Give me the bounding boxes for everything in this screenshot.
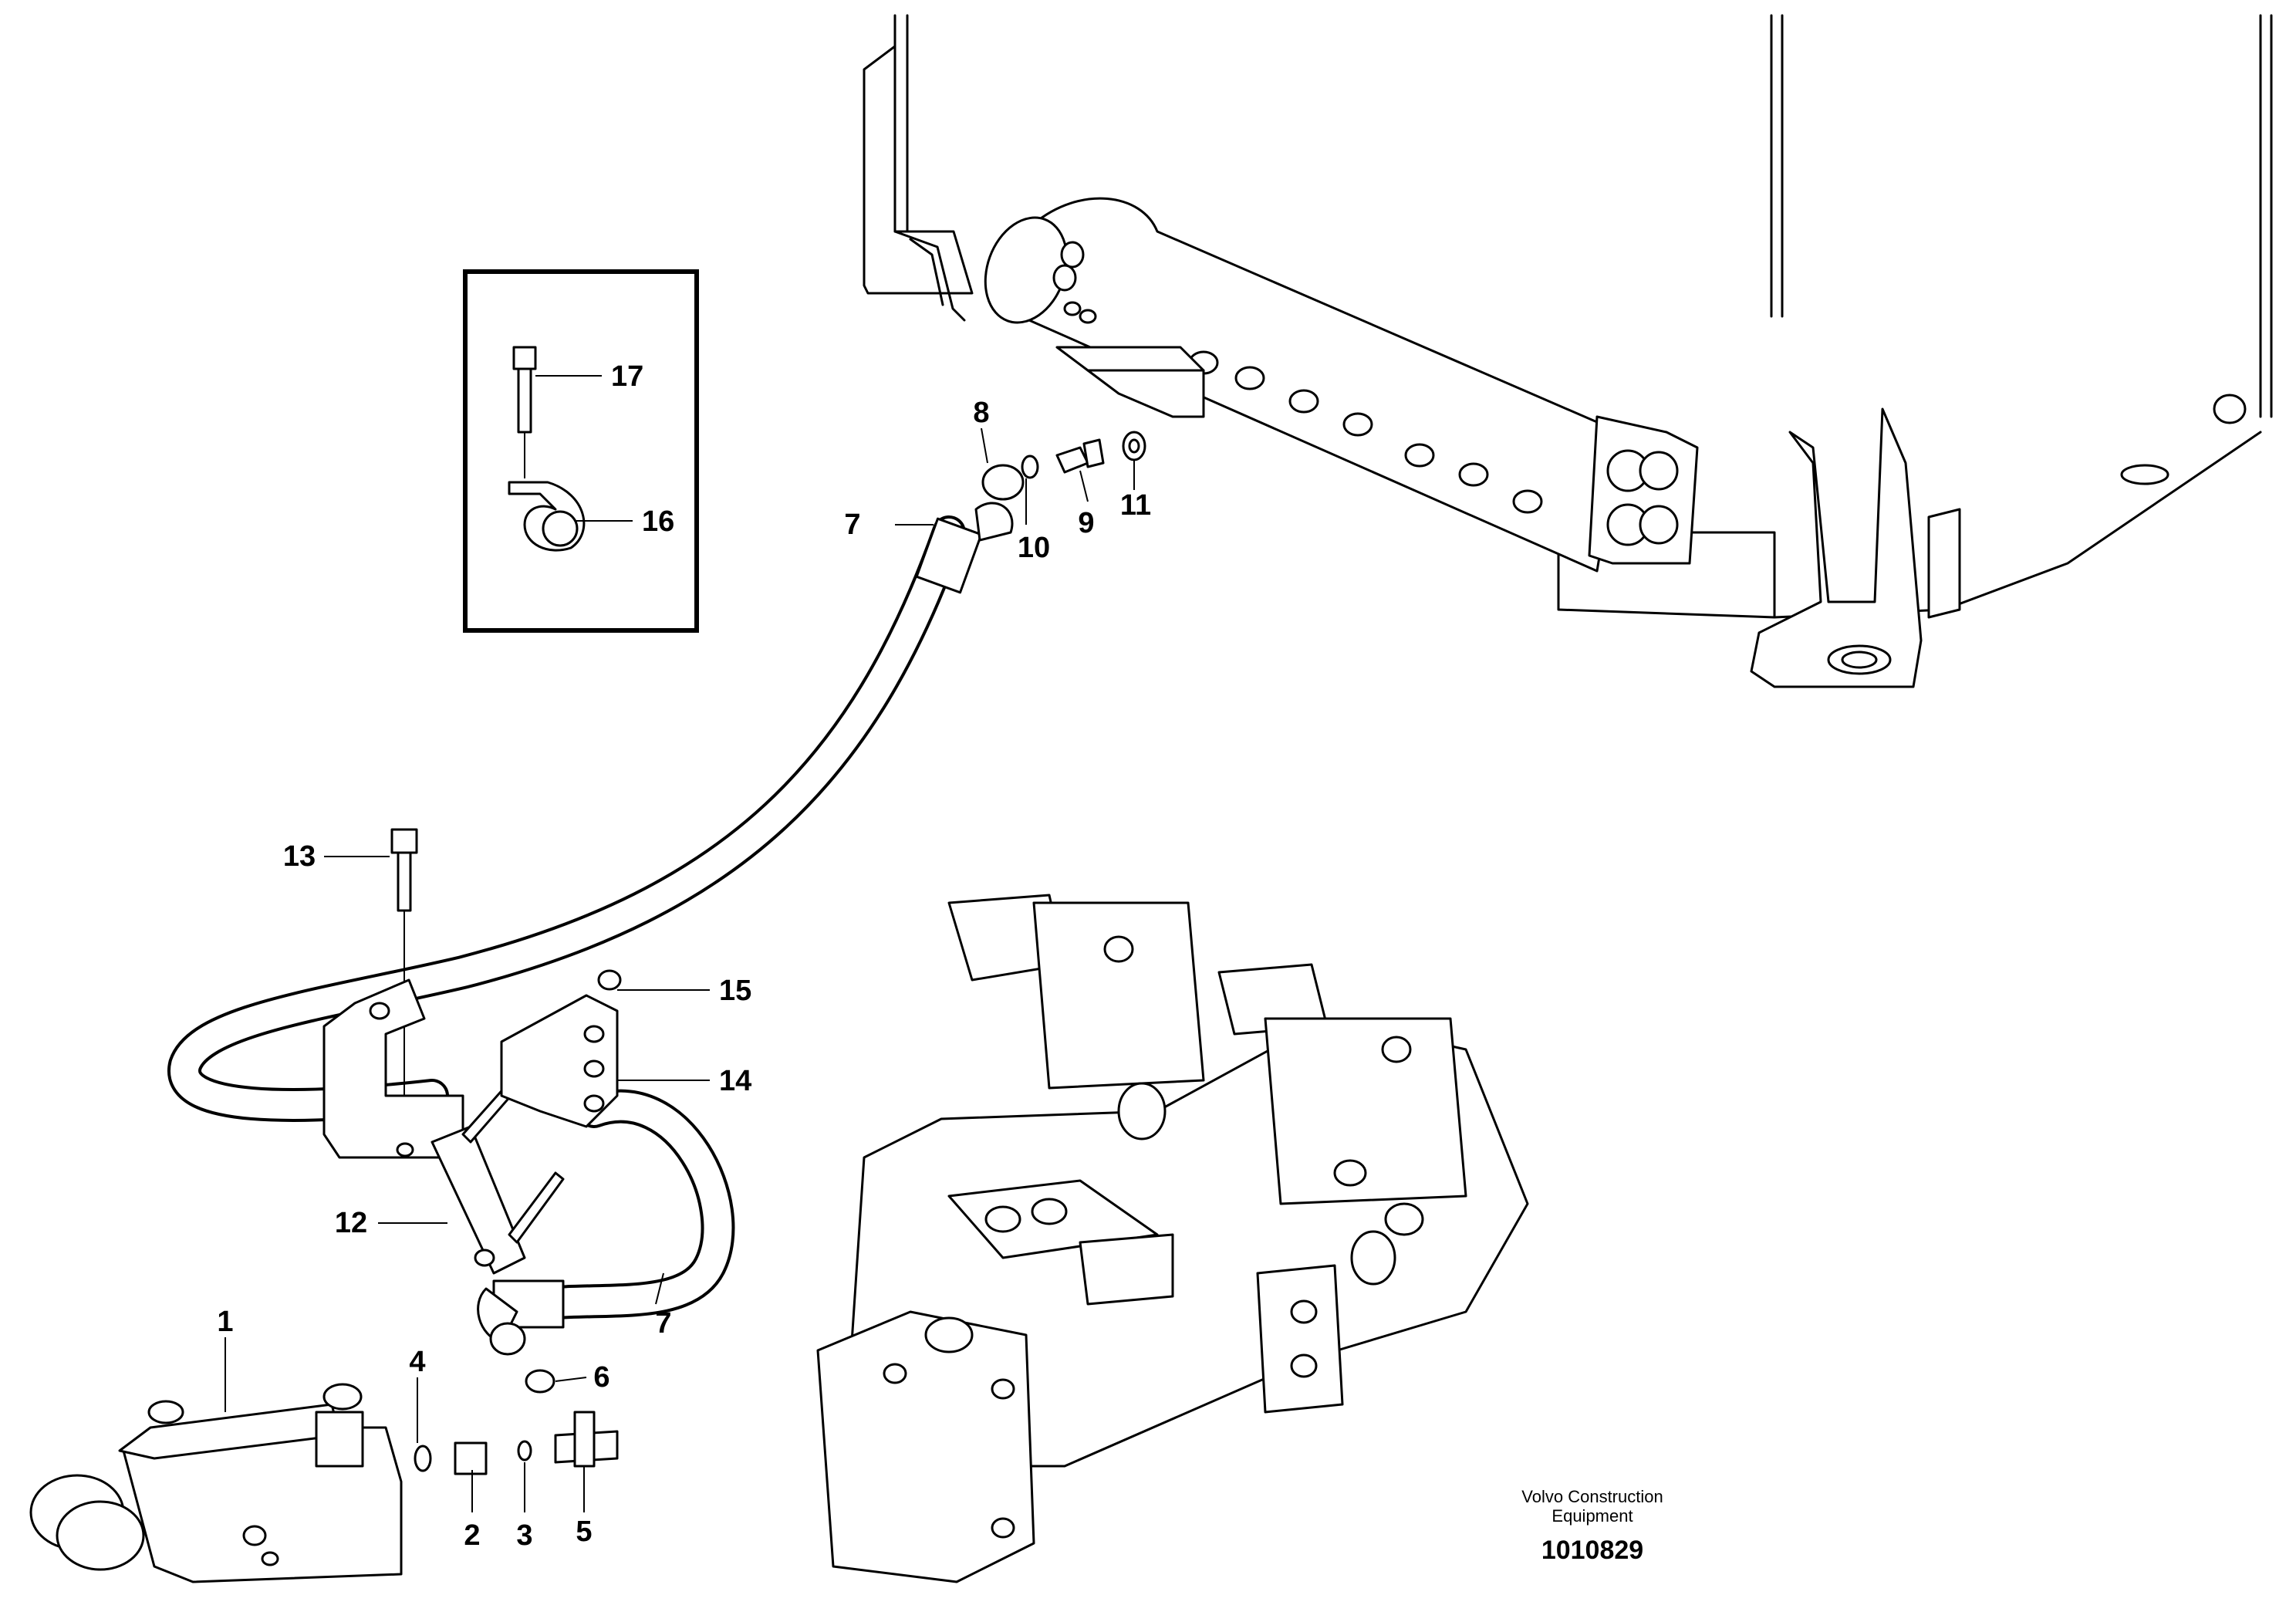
callout-5: 5 [576,1516,592,1548]
callout-labels: 1 2 3 4 5 6 7 7 8 9 10 11 12 13 14 15 16… [217,360,1151,1552]
bracket-assembly [322,828,622,1275]
callout-7a: 7 [844,509,860,541]
callout-4: 4 [409,1346,425,1378]
callout-9: 9 [1078,507,1094,539]
fittings-9-10-11 [1021,431,1146,479]
callout-16: 16 [642,505,674,538]
hose-7-long [167,464,1025,1122]
callout-13: 13 [283,840,316,873]
caption-equipment: Equipment [1551,1506,1633,1526]
callout-12: 12 [335,1207,367,1239]
callout-14: 14 [719,1065,751,1097]
tank-assembly [863,14,2273,688]
hose-7-short [477,1089,735,1356]
callout-11: 11 [1120,489,1151,522]
control-valve [816,894,1529,1583]
document-number: 1010829 [1541,1536,1643,1565]
callout-8: 8 [973,397,989,429]
figure-caption: Volvo Construction Equipment 1010829 [1521,1487,1663,1565]
valve-block-1 [29,1369,619,1583]
callout-7b: 7 [655,1307,671,1340]
callout-10: 10 [1018,532,1050,564]
caption-company: Volvo Construction [1521,1487,1663,1506]
inset-box [463,269,699,633]
callout-6: 6 [593,1361,609,1394]
callout-2: 2 [464,1519,480,1552]
callout-3: 3 [516,1519,532,1552]
callout-1: 1 [217,1306,233,1338]
callout-17: 17 [611,360,643,393]
callout-15: 15 [719,975,751,1007]
leader-lines [225,375,1135,1512]
